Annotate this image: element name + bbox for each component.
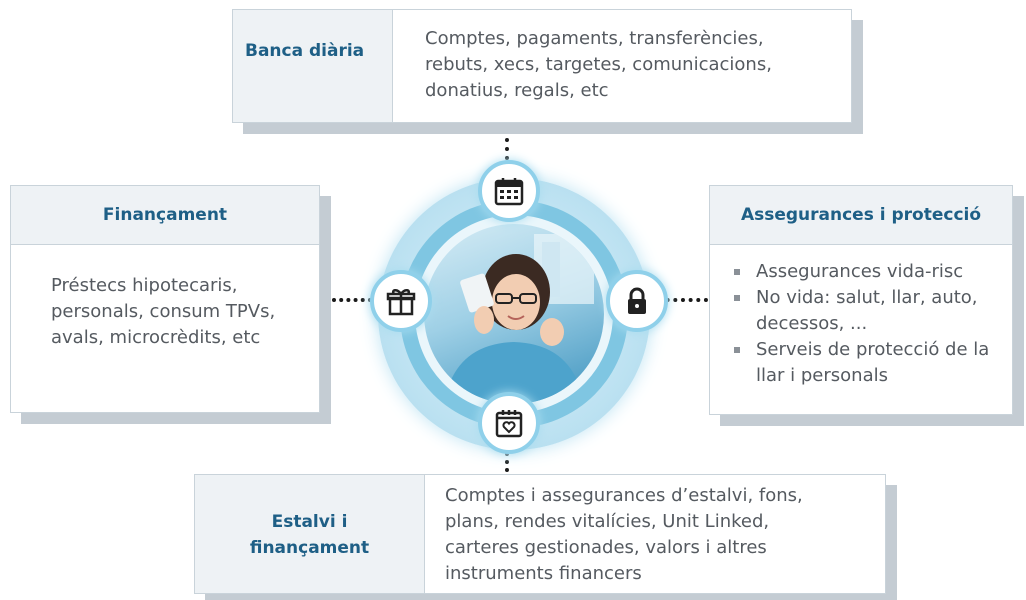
assegurances-title: Assegurances i protecció — [710, 186, 1012, 245]
financament-box: Finançament Préstecs hipotecaris, person… — [10, 185, 320, 413]
estalvi-text: Comptes i assegurances d’estalvi, fons, … — [445, 485, 803, 584]
gift-node — [370, 270, 432, 332]
connector-right — [658, 298, 708, 302]
assegurances-list: Assegurances vida-risc No vida: salut, l… — [710, 245, 1012, 389]
calendar-heart-node — [478, 392, 540, 454]
financament-text: Préstecs hipotecaris, personals, consum … — [51, 275, 276, 348]
customer-photo — [424, 224, 604, 404]
banca-diaria-text: Comptes, pagaments, transferències, rebu… — [425, 28, 772, 101]
list-item: Assegurances vida-risc — [730, 259, 1004, 285]
estalvi-box: Estalvi i finançament Comptes i assegura… — [194, 474, 886, 594]
connector-bottom — [505, 452, 509, 472]
assegurances-box: Assegurances i protecció Assegurances vi… — [709, 185, 1013, 415]
lock-icon — [628, 287, 646, 314]
gift-icon — [386, 289, 416, 316]
banca-diaria-box: Banca diària Comptes, pagaments, transfe… — [232, 9, 852, 123]
connector-top — [505, 138, 509, 160]
list-item: No vida: salut, llar, auto, decessos, ..… — [730, 285, 1004, 337]
calendar-heart-icon — [495, 410, 523, 438]
list-item: Serveis de protecció de la llar i person… — [730, 337, 1004, 389]
banca-diaria-title: Banca diària — [233, 10, 393, 122]
estalvi-title: Estalvi i finançament — [195, 475, 425, 593]
financament-title: Finançament — [11, 186, 319, 245]
calendar-icon — [494, 178, 524, 206]
lock-node — [606, 270, 668, 332]
calendar-node — [478, 160, 540, 222]
connector-left — [332, 298, 372, 302]
